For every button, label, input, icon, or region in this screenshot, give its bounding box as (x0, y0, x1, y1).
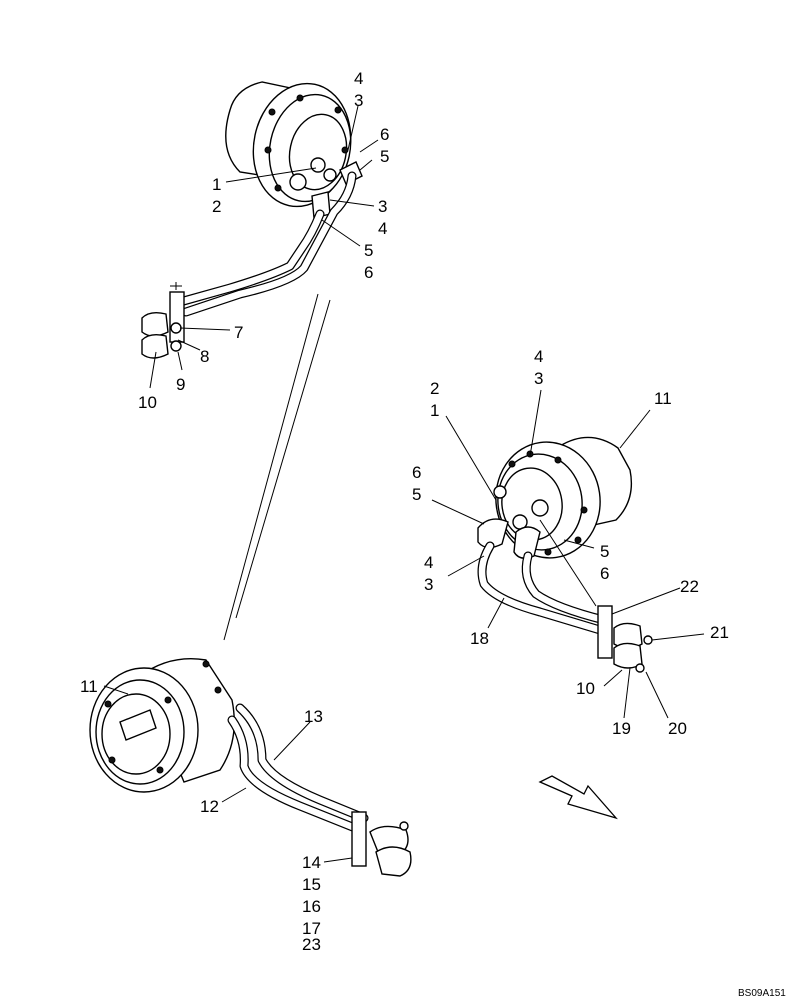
bottom-callout-labels: 11 13 12 14 15 16 17 23 (80, 677, 323, 954)
callout-label: 6 (364, 263, 373, 282)
callout-label: 10 (576, 679, 595, 698)
callout-label: 4 (378, 219, 387, 238)
callout-label: 5 (412, 485, 421, 504)
callout-label: 5 (380, 147, 389, 166)
callout-label: 3 (424, 575, 433, 594)
right-leader-lines (431, 389, 705, 719)
view-connector-lines (223, 293, 331, 641)
callout-label: 4 (354, 69, 363, 88)
right-callout-labels: 4 3 2 1 11 6 5 5 6 4 3 22 18 21 10 19 20 (412, 347, 729, 738)
callout-label: 10 (138, 393, 157, 412)
bottom-drive-motor-assembly (89, 658, 412, 877)
callout-label: 3 (534, 369, 543, 388)
callout-label: 8 (200, 347, 209, 366)
top-drive-motor-assembly (141, 81, 363, 359)
callout-label: 11 (654, 389, 672, 408)
top-callout-labels: 4 3 6 5 1 2 3 4 5 6 7 8 9 10 (138, 69, 389, 412)
callout-label: 5 (364, 241, 373, 260)
bottom-leader-lines (103, 685, 353, 863)
callout-label: 3 (354, 91, 363, 110)
callout-label: 2 (212, 197, 221, 216)
direction-arrow-icon (538, 775, 618, 820)
callout-label: 1 (212, 175, 221, 194)
callout-label: 6 (412, 463, 421, 482)
callout-label: 1 (430, 401, 439, 420)
callout-label: 21 (710, 623, 729, 642)
callout-label: 2 (430, 379, 439, 398)
callout-label: 17 (302, 919, 321, 938)
callout-label: 4 (424, 553, 433, 572)
callout-label: 6 (380, 125, 389, 144)
callout-label: 13 (304, 707, 323, 726)
right-drive-motor-assembly (477, 436, 653, 673)
callout-label: 16 (302, 897, 321, 916)
callout-label: 15 (302, 875, 321, 894)
callout-label: 7 (234, 323, 243, 342)
callout-label: 22 (680, 577, 699, 596)
callout-label: 19 (612, 719, 631, 738)
top-leader-lines (149, 105, 379, 389)
callout-label: 23 (302, 935, 321, 954)
callout-label: 4 (534, 347, 543, 366)
callout-label: 5 (600, 542, 609, 561)
callout-label: 6 (600, 564, 609, 583)
callout-label: 9 (176, 375, 185, 394)
callout-label: 18 (470, 629, 489, 648)
callout-label: 14 (302, 853, 321, 872)
callout-label: 20 (668, 719, 687, 738)
drawing-reference-code: BS09A151 (738, 988, 786, 999)
callout-label: 12 (200, 797, 219, 816)
callout-label: 11 (80, 677, 98, 696)
callout-label: 3 (378, 197, 387, 216)
